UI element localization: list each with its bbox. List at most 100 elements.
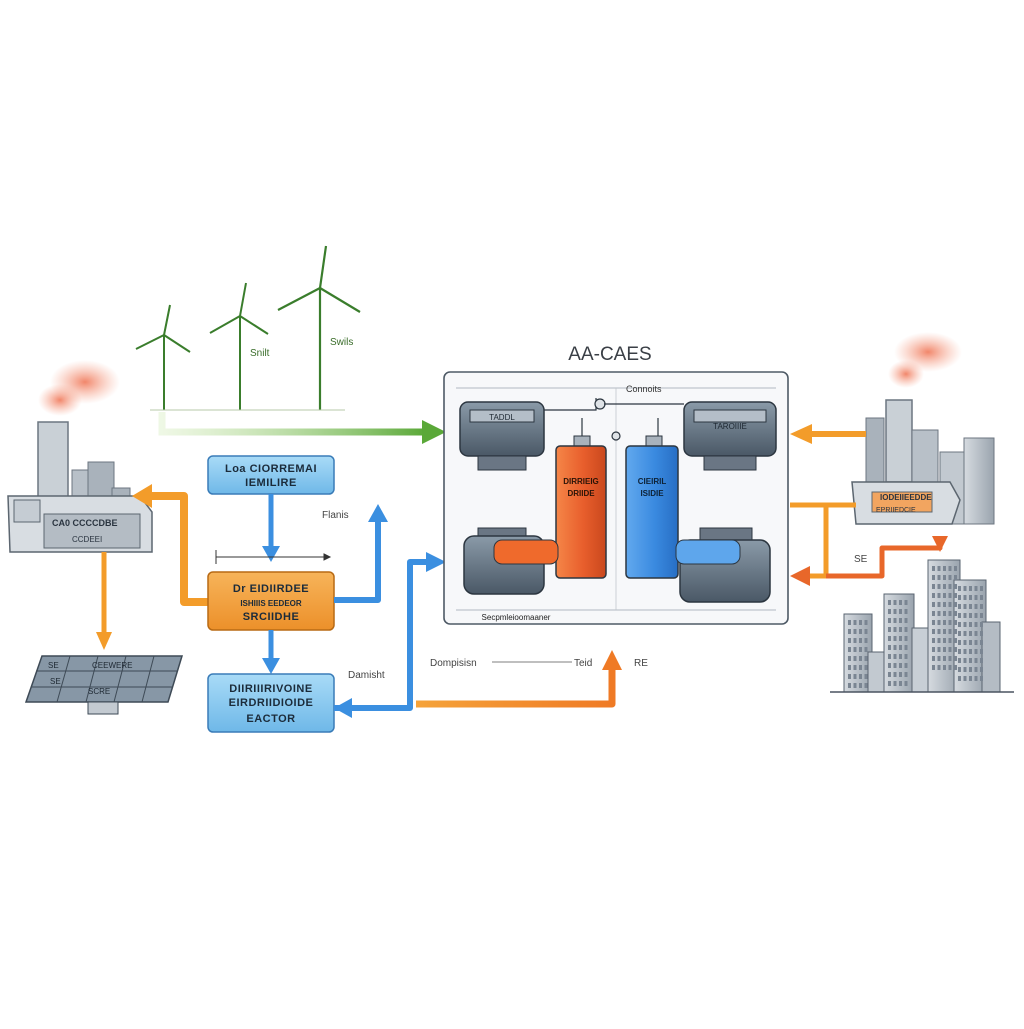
building-window [958,640,961,645]
building-window [969,658,972,663]
compression-arrow [416,650,622,708]
middle-to-bottom-arrow [262,630,280,674]
building-window [888,654,891,659]
top-box-line1: Loa CIORREMAI [225,463,317,475]
city-buildings-icon [830,559,1014,693]
building-window [859,629,862,634]
compressor-top-left-icon [459,401,545,471]
building-window [904,663,908,668]
building-window [954,638,957,643]
caes-to-right-loop [790,502,856,586]
bottom-to-caes-arrow [334,552,446,718]
building-window [954,611,957,616]
middle-to-factory-arrow [132,484,212,606]
middle-box-line2: ISHIIIS EEDEOR [240,599,302,608]
building-window [848,656,851,661]
building-window [893,663,897,668]
building-window [963,595,967,600]
building-window [937,647,941,652]
building-window [954,629,957,634]
building-window [853,647,857,652]
building-window [980,604,983,609]
left-factory-sublabel: CCDEEI [72,535,102,544]
building-window [963,631,967,636]
building-window [893,600,897,605]
solar-label-2: CEEWERE [92,661,132,670]
building-window [969,595,972,600]
building-window [888,663,891,668]
building-window [948,602,952,607]
building-window [893,654,897,659]
wind-to-caes-arrow [158,412,446,444]
valve-connectors [544,398,684,441]
solar-label-4: SCRE [88,687,110,696]
building-window [848,674,851,679]
middle-box-connector [215,550,332,564]
building-window [974,667,978,672]
building-window [963,613,967,618]
building-window [954,593,957,598]
factory-to-solar-arrow [96,552,112,650]
building-window [859,620,862,625]
heat-label-2: RE [634,658,648,669]
top-control-box: Loa CIORREMAI IEMILIRE [207,455,335,495]
building-window [932,566,935,571]
building-window [974,649,978,654]
top-to-middle-arrow [262,494,280,562]
expander-bottom-left-icon [463,527,559,595]
building-window [948,656,952,661]
building-window [932,629,935,634]
hot-storage-tank [555,435,607,579]
wind-turbine-large-icon [277,245,361,410]
building-window [864,683,868,688]
building-window [948,638,952,643]
building-window [948,575,952,580]
caes-bottom-label: Secpmleioomaaner [482,613,551,622]
building-window [864,647,868,652]
building-window [963,658,967,663]
building-window [958,586,961,591]
compression-label: Dompisisn [430,658,477,669]
building-window [899,636,902,641]
building-window [980,667,983,672]
building-window [848,629,851,634]
building-window [958,658,961,663]
building-window [888,645,891,650]
building-window [969,622,972,627]
building-window [980,640,983,645]
building-window [937,629,941,634]
building-window [969,676,972,681]
fluids-label: Flanis [322,510,349,521]
building-window [963,649,967,654]
building-window [963,667,967,672]
building-window [948,620,952,625]
building-window [974,640,978,645]
city-windows [848,566,983,688]
building-window [969,640,972,645]
solar-label-3: SE [50,677,61,686]
building-window [904,600,908,605]
building-window [888,681,891,686]
building-window [888,600,891,605]
caes-top-label: Connoits [626,384,662,394]
building-window [937,584,941,589]
building-window [937,665,941,670]
wind-turbine-medium-icon [209,282,269,410]
top-box-line2: IEMILIRE [245,477,297,489]
building-window [937,602,941,607]
building-window [958,667,961,672]
building-window [954,656,957,661]
building-window [974,622,978,627]
building-window [948,593,952,598]
building-window [948,611,952,616]
building-window [888,636,891,641]
building-window [848,647,851,652]
building-window [943,647,946,652]
bottom-box-line2: EIRDRIIDIOIDE [229,697,314,709]
building-window [954,620,957,625]
building-window [899,645,902,650]
hot-tank-line2: DRIIDE [567,489,595,498]
building-window [932,647,935,652]
middle-to-fluids-arrow [334,504,388,603]
building-window [899,663,902,668]
